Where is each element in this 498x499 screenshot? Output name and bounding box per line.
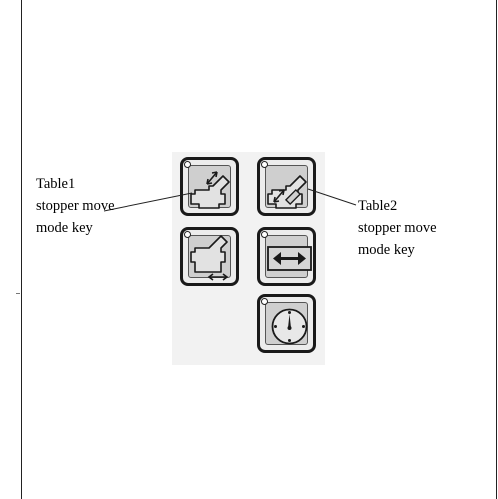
table2-key-label: Table2 stopper move mode key [358, 195, 437, 261]
table2-stopper-move-icon [267, 175, 307, 209]
table1-label-line-1: Table1 [36, 176, 76, 192]
table2-label-line-1: Table2 [358, 198, 398, 214]
table2-leader-line [307, 188, 357, 206]
indicator-led [184, 231, 191, 238]
table1-stopper-move-mode-key[interactable] [180, 157, 239, 216]
table-shift-key[interactable] [180, 227, 239, 286]
indicator-led [261, 231, 268, 238]
page-frame [21, 0, 497, 499]
indicator-led [261, 298, 268, 305]
table2-label-line-3: mode key [358, 242, 415, 258]
table-shift-icon [190, 235, 229, 281]
table1-label-line-2: stopper move [36, 198, 115, 214]
table2-stopper-move-mode-key[interactable] [257, 157, 316, 216]
double-arrow-icon [267, 246, 312, 271]
margin-tick [16, 293, 20, 294]
dial-key[interactable] [257, 294, 316, 353]
table1-label-line-3: mode key [36, 220, 93, 236]
table1-stopper-move-icon [190, 171, 230, 209]
horizontal-move-key[interactable] [257, 227, 316, 286]
indicator-led [184, 161, 191, 168]
table1-leader-line [103, 192, 193, 212]
indicator-led [261, 161, 268, 168]
table1-key-label: Table1 stopper move mode key [36, 173, 115, 239]
table2-label-line-2: stopper move [358, 220, 437, 236]
dial-icon [271, 308, 308, 345]
